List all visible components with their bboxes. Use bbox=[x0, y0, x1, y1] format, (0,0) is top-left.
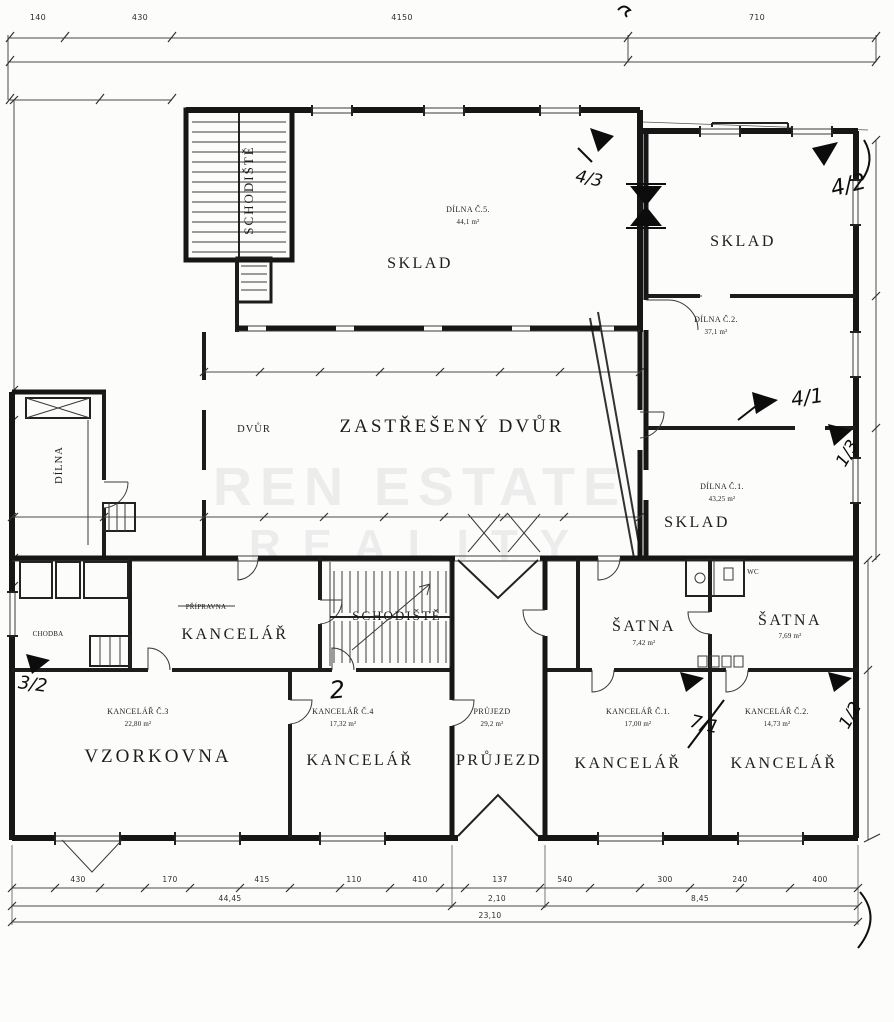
room-label-pripravna: PŘÍPRAVNA bbox=[186, 603, 227, 611]
dim-b1-9: 240 bbox=[732, 875, 747, 884]
dim-b1-4: 110 bbox=[346, 875, 361, 884]
right-top-windows bbox=[699, 126, 833, 137]
top-wall-windows bbox=[311, 105, 581, 116]
room-label-dvur: DVŮR bbox=[237, 422, 271, 435]
dim-b1-6: 137 bbox=[492, 875, 507, 884]
mark-2: 2 bbox=[328, 675, 346, 704]
room-label-dilna-left: DÍLNA bbox=[53, 446, 65, 484]
dim-total: 23,10 bbox=[479, 911, 502, 920]
dim-b1-2: 170 bbox=[162, 875, 177, 884]
room-label-kancelar4: KANCELÁŘ Č.4 bbox=[312, 706, 374, 716]
room-area-satna2: 7,69 m² bbox=[779, 632, 802, 640]
room-label-wc: WC bbox=[747, 568, 759, 576]
top-dimension-lines: 140 430 4150 710 bbox=[5, 5, 881, 105]
dim-b1-10: 400 bbox=[812, 875, 827, 884]
watermark-line1: REN ESTATE bbox=[213, 457, 627, 517]
dim-b2-1: 44,45 bbox=[219, 894, 242, 903]
dim-b1-7: 540 bbox=[557, 875, 572, 884]
room-label-dilna1: DÍLNA Č.1. bbox=[700, 481, 744, 491]
mark-4-3: 4/3 bbox=[574, 166, 605, 191]
room-label-dilna5: DÍLNA Č.5. bbox=[446, 204, 490, 214]
room-area-dilna5: 44,1 m² bbox=[457, 218, 480, 226]
watermark: REN ESTATE REALITY bbox=[213, 457, 627, 570]
mark-4-1: 4/1 bbox=[789, 383, 824, 411]
bottom-wall-windows bbox=[54, 832, 804, 845]
left-block: DÍLNA bbox=[7, 389, 129, 840]
mark-4-2: 4/2 bbox=[828, 169, 868, 202]
room-label-prujezd: PRŮJEZD bbox=[456, 750, 542, 769]
room-label-kancelar2: KANCELÁŘ Č.2. bbox=[745, 706, 809, 716]
room-label-sklad-mid: SKLAD bbox=[664, 514, 730, 531]
right-wall-windows bbox=[850, 179, 861, 504]
staircase-bottom: SCHODIŠTĚ bbox=[329, 562, 451, 666]
room-label-sklad-right: SKLAD bbox=[710, 233, 776, 250]
room-labels-lower: PŘÍPRAVNA KANCELÁŘ CHODBA WC ŠATNA 7,42 … bbox=[33, 568, 837, 772]
bottom-dimension-lines: 430 170 415 110 410 137 540 300 240 400 … bbox=[7, 845, 872, 949]
room-label-kancelar-bm: KANCELÁŘ bbox=[574, 753, 681, 772]
room-label-sklad-top: SKLAD bbox=[387, 255, 453, 272]
room-area-prujezd-small: 29,2 m² bbox=[481, 720, 504, 728]
room-label-vzorkovna: VZORKOVNA bbox=[84, 746, 231, 767]
courtyard: DVŮR ZASTŘEŠENÝ DVŮR bbox=[7, 311, 665, 559]
room-label-prujezd-small: PRŮJEZD bbox=[473, 706, 510, 716]
room-label-dilna2: DÍLNA Č.2. bbox=[694, 314, 738, 324]
room-area-satna1: 7,42 m² bbox=[633, 639, 656, 647]
hand-annotations: 4/3 4/2 4/1 1/3 3/2 2 7/1 1/2 bbox=[17, 128, 869, 749]
watermark-line2: REALITY bbox=[249, 521, 591, 570]
room-area-kancelar1: 17,00 m² bbox=[625, 720, 652, 728]
dim-b1-3: 415 bbox=[254, 875, 269, 884]
room-label-kancelar-bl: KANCELÁŘ bbox=[306, 750, 413, 769]
room-label-satna2: ŠATNA bbox=[758, 610, 822, 629]
dim-b2-2: 2,10 bbox=[488, 894, 506, 903]
room-label-zastreseny-dvur: ZASTŘEŠENÝ DVŮR bbox=[340, 415, 565, 437]
mark-3-2: 3/2 bbox=[17, 672, 49, 697]
upper-center-block: DÍLNA Č.5. 44,1 m² SKLAD bbox=[186, 105, 643, 332]
room-label-chodba: CHODBA bbox=[33, 630, 64, 638]
room-label-satna1: ŠATNA bbox=[612, 616, 676, 635]
room-area-kancelar4: 17,32 m² bbox=[330, 720, 357, 728]
dim-top-3: 4150 bbox=[391, 13, 413, 22]
dim-b1-1: 430 bbox=[70, 875, 85, 884]
room-area-kancelar2: 14,73 m² bbox=[764, 720, 791, 728]
dim-b2-3: 8,45 bbox=[691, 894, 709, 903]
room-area-kancelar3: 22,80 m² bbox=[125, 720, 152, 728]
lower-band bbox=[12, 555, 859, 873]
mark-1-2: 1/2 bbox=[835, 699, 866, 733]
mark-7-1: 7/1 bbox=[688, 711, 721, 738]
room-label-kancelar-mid: KANCELÁŘ bbox=[181, 624, 288, 643]
dim-top-2: 430 bbox=[132, 13, 148, 22]
room-label-kancelar1: KANCELÁŘ Č.1. bbox=[606, 706, 670, 716]
room-label-kancelar3: KANCELÁŘ Č.3 bbox=[107, 706, 169, 716]
dim-top-4: 710 bbox=[749, 13, 765, 22]
dim-top-1: 140 bbox=[30, 13, 46, 22]
room-area-dilna1: 43,25 m² bbox=[709, 495, 736, 503]
room-label-kancelar-br: KANCELÁŘ bbox=[730, 753, 837, 772]
room-label-schodiste-top: SCHODIŠTĚ bbox=[241, 145, 256, 235]
room-label-schodiste-bottom: SCHODIŠTĚ bbox=[352, 608, 442, 623]
dim-b1-8: 300 bbox=[657, 875, 672, 884]
room-area-dilna2: 37,1 m² bbox=[705, 328, 728, 336]
dim-b1-5: 410 bbox=[412, 875, 427, 884]
